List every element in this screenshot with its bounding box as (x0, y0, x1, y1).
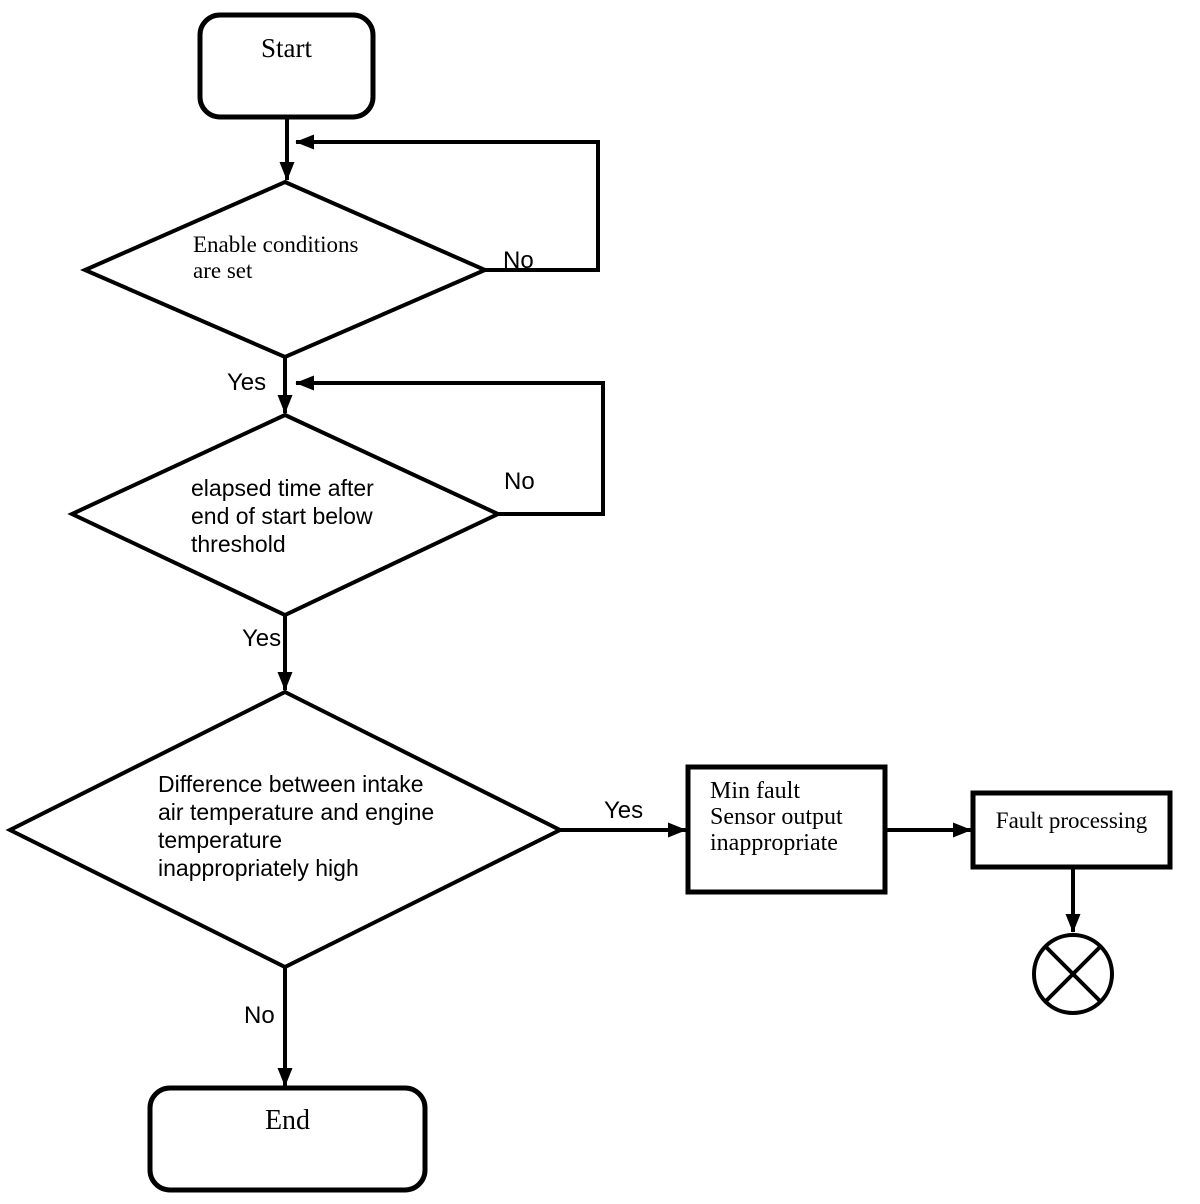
minfault-node-shape (685, 764, 888, 895)
decision-difference-line3: temperature (158, 827, 283, 853)
decision-difference-label: Difference between intake air temperatur… (158, 770, 434, 882)
decision-difference-line1: Difference between intake (158, 771, 424, 797)
minfault-line1: Min fault (710, 778, 800, 804)
decision-enable-line1: Enable conditions (193, 232, 359, 257)
end-node-label: End (264, 1105, 311, 1136)
decision-enable-shape (80, 179, 490, 360)
decision-elapsed-line1: elapsed time after (191, 475, 374, 501)
edge-enable-no-loop (295, 134, 600, 272)
faultprocessing-node-shape (970, 790, 1173, 870)
start-node-shape (197, 12, 376, 120)
decision-elapsed-shape (67, 412, 503, 618)
decision-difference-shape (5, 689, 565, 970)
faultprocessing-node-label: Fault processing (995, 808, 1148, 833)
decision-elapsed-line3: threshold (191, 531, 286, 557)
terminator-circle-x-icon (1032, 933, 1114, 1015)
edge-elapsed-no-loop (295, 375, 605, 516)
edge-label-elapsed-no: No (504, 468, 535, 495)
edge-label-enable-no: No (503, 247, 534, 274)
decision-enable-label: Enable conditions are set (193, 232, 358, 284)
start-node-label: Start (261, 33, 312, 63)
minfault-node-label: Min fault Sensor output inappropriate (710, 778, 843, 856)
minfault-line3: inappropriate (710, 830, 838, 856)
edge-label-difference-yes: Yes (604, 797, 644, 824)
edge-label-difference-no: No (244, 1002, 275, 1029)
decision-elapsed-label: elapsed time after end of start below th… (191, 474, 374, 558)
end-node-shape (147, 1085, 428, 1193)
minfault-line2: Sensor output (710, 804, 843, 830)
decision-difference-line2: air temperature and engine (158, 799, 435, 825)
decision-enable-line2: are set (193, 258, 253, 283)
decision-elapsed-line2: end of start below (191, 503, 373, 529)
decision-difference-line4: inappropriately high (158, 855, 359, 881)
edge-label-elapsed-yes: Yes (242, 625, 282, 652)
edge-label-enable-yes: Yes (227, 369, 267, 396)
